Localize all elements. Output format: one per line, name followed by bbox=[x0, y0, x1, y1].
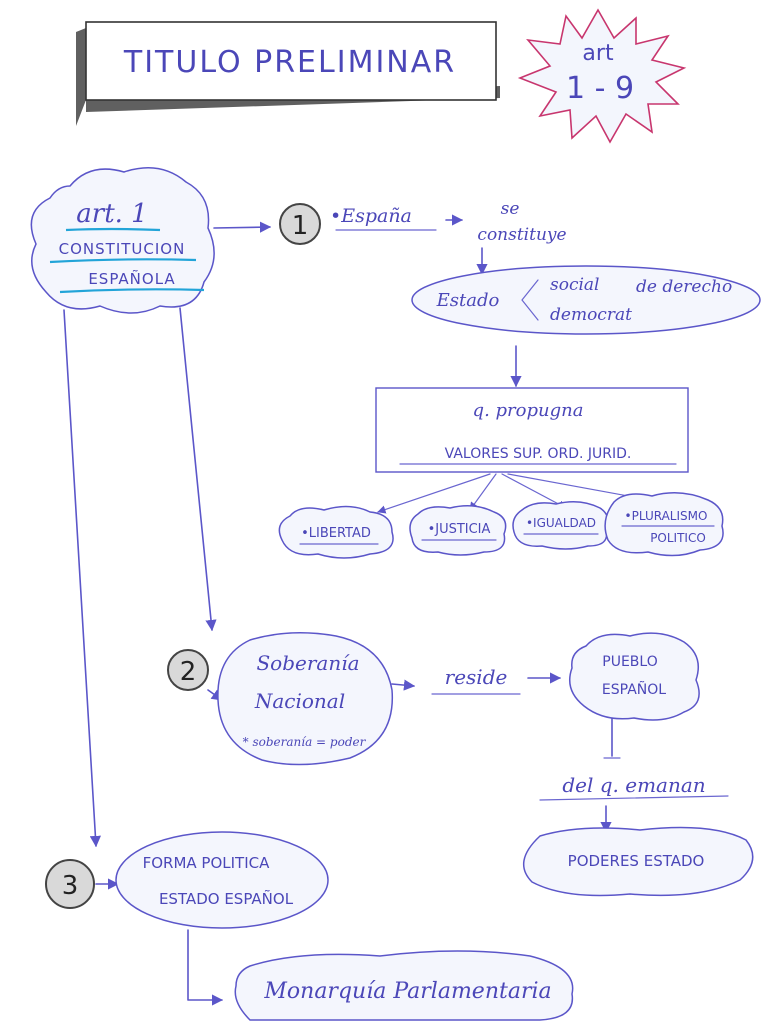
estado-bubble bbox=[411, 265, 761, 335]
igualdad-label: •IGUALDAD bbox=[526, 516, 596, 530]
poderes-label: PODERES ESTADO bbox=[568, 852, 705, 870]
art1-label-underline bbox=[65, 227, 161, 232]
art1-line2: ESPAÑOLA bbox=[88, 269, 175, 288]
starburst-shape bbox=[517, 8, 687, 144]
estado-de-derecho: de derecho bbox=[636, 277, 732, 297]
pueblo-cloud bbox=[569, 632, 700, 721]
poderes-cloud bbox=[523, 826, 754, 897]
estado-social: social bbox=[550, 275, 600, 295]
soberania-to-reside-arrow bbox=[391, 679, 416, 691]
point1-verb-line1: se bbox=[501, 199, 520, 219]
reside-label: reside bbox=[445, 665, 508, 689]
monarquia-cloud bbox=[234, 950, 574, 1021]
valores-to-justicia-arrow bbox=[469, 473, 497, 511]
monarquia-label: Monarquía Parlamentaria bbox=[263, 979, 551, 1004]
estado-democrat: democrat bbox=[550, 305, 632, 325]
estado-bracket bbox=[521, 279, 539, 321]
point1-number-circle bbox=[279, 203, 321, 245]
art1-to-point3-arrow bbox=[63, 309, 101, 848]
espanol-label: ESPAÑOL bbox=[602, 681, 666, 698]
valores-to-libertad-arrow bbox=[377, 473, 491, 514]
valores-label: VALORES SUP. ORD. JURID. bbox=[445, 446, 632, 462]
point3-section: 3 FORMA POLITICA ESTADO ESPAÑOL Monarquí… bbox=[45, 831, 574, 1021]
justicia-cloud bbox=[409, 505, 507, 556]
nacional-label: Nacional bbox=[254, 689, 345, 713]
estado-label: Estado bbox=[436, 290, 500, 311]
art1-line1-underline bbox=[49, 258, 197, 264]
igualdad-cloud bbox=[512, 501, 609, 550]
banner-shadow bbox=[76, 28, 500, 126]
point2-number-circle bbox=[167, 649, 209, 691]
point3-number: 3 bbox=[62, 871, 79, 901]
soberania-label: Soberanía bbox=[256, 651, 359, 675]
justicia-label: •JUSTICIA bbox=[428, 522, 491, 537]
forma-politica-label: FORMA POLITICA bbox=[143, 854, 271, 872]
emanan-label: del q. emanan bbox=[562, 773, 705, 797]
badge-art-label: art bbox=[582, 41, 614, 66]
value-libertad: •LIBERTAD bbox=[278, 505, 394, 559]
page-title: TITULO PRELIMINAR bbox=[123, 45, 456, 80]
forma-to-monarquia-arrow bbox=[187, 929, 224, 1006]
point1-number: 1 bbox=[292, 211, 309, 241]
article-range-badge: art 1 - 9 bbox=[517, 8, 687, 144]
point1-subject: •España bbox=[330, 205, 412, 227]
libertad-cloud bbox=[278, 505, 394, 559]
soberania-note: * soberanía = poder bbox=[243, 735, 367, 749]
pluralismo-cloud bbox=[604, 492, 724, 557]
art1-to-point2-arrow bbox=[179, 307, 217, 632]
value-pluralismo: •PLURALISMO POLITICO bbox=[604, 492, 724, 557]
libertad-label: •LIBERTAD bbox=[301, 526, 371, 541]
point3-number-circle bbox=[45, 859, 95, 909]
art1-line2-underline bbox=[59, 288, 205, 294]
art1-line1: CONSTITUCION bbox=[59, 240, 186, 258]
art1-cloud bbox=[30, 167, 215, 314]
point1-verb-line2: constituye bbox=[477, 225, 566, 245]
art1-label: art. 1 bbox=[76, 199, 147, 229]
emanan-underline bbox=[539, 795, 729, 801]
badge-range-label: 1 - 9 bbox=[566, 71, 634, 106]
art1-node: art. 1 CONSTITUCION ESPAÑOLA bbox=[30, 167, 215, 314]
valores-box bbox=[375, 387, 689, 473]
valores-to-igualdad-arrow bbox=[501, 473, 567, 509]
soberania-bubble bbox=[217, 632, 394, 766]
politico-label: POLITICO bbox=[650, 531, 706, 545]
point2-section: 2 Soberanía Nacional * soberanía = poder… bbox=[167, 632, 754, 897]
valores-propugna: q. propugna bbox=[473, 400, 584, 421]
art1-to-point1-arrow bbox=[213, 221, 272, 233]
value-igualdad: •IGUALDAD bbox=[512, 501, 609, 550]
pueblo-label: PUEBLO bbox=[602, 654, 657, 670]
title-banner: TITULO PRELIMINAR bbox=[76, 21, 500, 126]
pluralismo-label: •PLURALISMO bbox=[625, 509, 708, 523]
value-justicia: •JUSTICIA bbox=[409, 505, 507, 556]
banner-box bbox=[85, 21, 497, 101]
forma-politica-bubble bbox=[115, 831, 329, 929]
point1-section: 1 •España se constituye Estado social de… bbox=[278, 199, 761, 559]
estado-espanol-label: ESTADO ESPAÑOL bbox=[159, 889, 294, 908]
point2-number: 2 bbox=[180, 657, 197, 687]
